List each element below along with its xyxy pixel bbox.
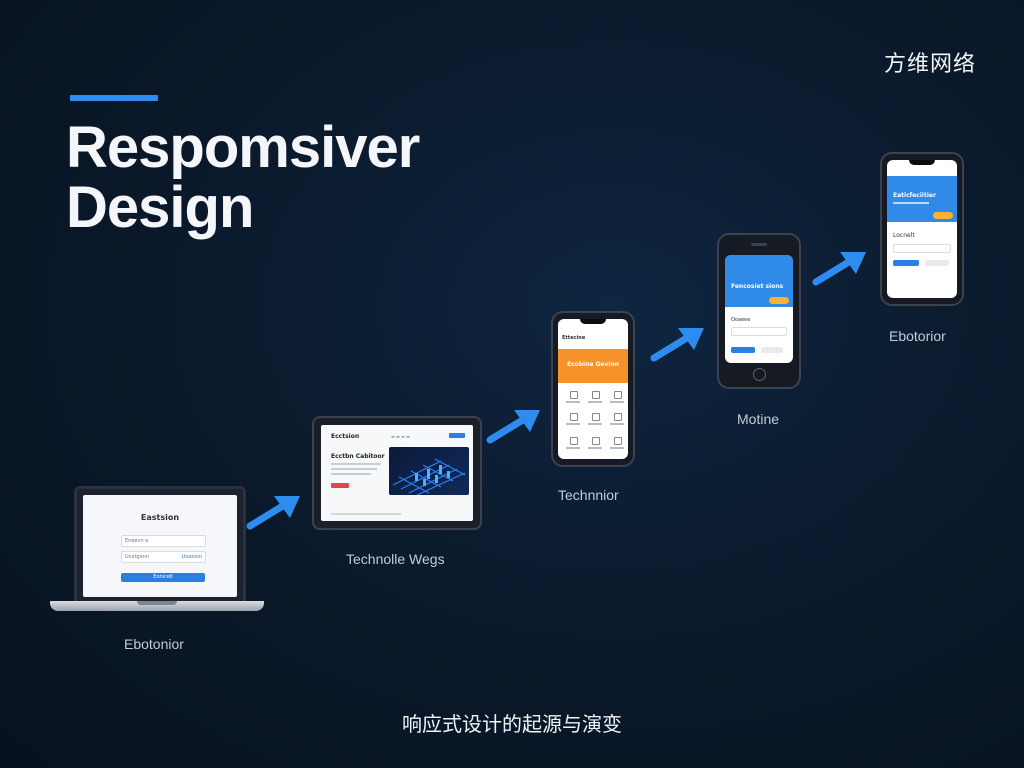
- laptop-login-button: Eonicell: [121, 573, 205, 582]
- grid-icon: [592, 391, 600, 399]
- tablet-text-line: [331, 468, 377, 470]
- grid-icon: [592, 437, 600, 445]
- home-button-icon: [753, 368, 766, 381]
- phone-3-label: Ebotorior: [889, 328, 946, 344]
- grid-icon: [614, 391, 622, 399]
- grid-label: [588, 401, 602, 403]
- page-title: Respomsiver Design: [66, 115, 420, 240]
- grid-label: [588, 447, 602, 449]
- phone-device-3: Eaticfeciitier Locnelt: [880, 152, 964, 306]
- grid-label: [610, 401, 624, 403]
- phone-1-logo: Ettecine: [562, 335, 586, 341]
- phone-2-input: [731, 327, 787, 336]
- grid-label: [610, 423, 624, 425]
- grid-icon: [570, 391, 578, 399]
- phone-notch: [909, 160, 935, 165]
- phone-3-input: [893, 244, 951, 253]
- phone-device-1: Ettecine Ecobine Gevinn: [551, 311, 635, 467]
- phone-3-banner: Eaticfeciitier: [887, 176, 957, 222]
- laptop-notch: [137, 601, 177, 605]
- phone-2-secondary-button: [761, 347, 783, 353]
- hero-3d-grid-icon: [392, 458, 466, 495]
- phone-1-label: Technnior: [558, 487, 619, 503]
- laptop-field-1: Eneevn e: [121, 535, 206, 547]
- tablet-heading: Ecctbn Cabitoor: [331, 453, 385, 460]
- laptop-base: [50, 601, 264, 611]
- grid-label: [566, 447, 580, 449]
- title-line-1: Respomsiver: [66, 115, 420, 180]
- grid-label: [566, 423, 580, 425]
- phone-2-banner-text: Fencosiet sions: [731, 283, 784, 290]
- laptop-field-3-text: Uoaooin: [181, 554, 202, 560]
- grid-icon: [614, 413, 622, 421]
- slide-caption: 响应式设计的起源与演变: [402, 712, 622, 736]
- phone-3-field-label: Locnelt: [893, 232, 915, 239]
- grid-label: [566, 401, 580, 403]
- phone-3-primary-button: [893, 260, 919, 266]
- grid-icon: [570, 437, 578, 445]
- phone-1-screen: Ettecine Ecobine Gevinn: [558, 319, 628, 459]
- laptop-field-2-text: Ucatgenn: [125, 554, 150, 560]
- tablet-footer-line: [331, 513, 401, 515]
- laptop-field-2: Ucatgenn Uoaooin: [121, 551, 206, 563]
- phone-2-pill-button: [769, 297, 789, 304]
- grid-icon: [570, 413, 578, 421]
- phone-speaker: [751, 243, 767, 246]
- accent-bar: [70, 95, 158, 101]
- tablet-screen: Ecctsion ▬ ▬ ▬ ▬ Ecctbn Cabitoor: [321, 425, 473, 521]
- phone-3-banner-text: Eaticfeciitier: [893, 192, 936, 199]
- grid-icon: [614, 437, 622, 445]
- laptop-screen-title: Eastsion: [140, 513, 180, 522]
- phone-notch: [580, 319, 606, 324]
- phone-3-secondary-button: [925, 260, 949, 266]
- arrow-icon: [650, 328, 704, 362]
- laptop-screen: Eastsion Eneevn e Ucatgenn Uoaooin Eonic…: [83, 495, 237, 597]
- brand-logo-text: 方维网络: [883, 52, 976, 77]
- grid-label: [610, 447, 624, 449]
- arrow-icon: [812, 252, 866, 286]
- arrow-icon: [246, 496, 300, 530]
- phone-2-field-label: Ooaeee: [731, 317, 751, 323]
- phone-3-pill-button: [933, 212, 953, 219]
- phone-2-label: Motine: [737, 411, 780, 427]
- phone-1-banner-text: Ecobine Gevinn: [566, 361, 620, 368]
- phone-3-banner-line: [893, 202, 929, 204]
- phone-device-2: Fencosiet sions Ooaeee: [717, 233, 801, 389]
- tablet-nav-button: [449, 433, 465, 438]
- tablet-hero-image: [389, 447, 469, 495]
- tablet-device: Ecctsion ▬ ▬ ▬ ▬ Ecctbn Cabitoor: [312, 416, 482, 530]
- tablet-text-line: [331, 463, 381, 465]
- phone-1-banner: Ecobine Gevinn: [558, 349, 628, 383]
- laptop-label: Ebotonior: [124, 636, 184, 652]
- laptop-device: Eastsion Eneevn e Ucatgenn Uoaooin Eonic…: [74, 486, 246, 606]
- grid-label: [588, 423, 602, 425]
- tablet-logo: Ecctsion: [331, 433, 360, 440]
- grid-icon: [592, 413, 600, 421]
- phone-3-screen: Eaticfeciitier Locnelt: [887, 160, 957, 298]
- phone-2-screen: Fencosiet sions Ooaeee: [725, 255, 793, 363]
- arrow-icon: [486, 410, 540, 444]
- title-line-2: Design: [66, 175, 254, 240]
- tablet-nav-links: ▬ ▬ ▬ ▬: [391, 434, 410, 439]
- phone-2-banner: Fencosiet sions: [725, 255, 793, 307]
- tablet-label: Technolle Wegs: [346, 551, 445, 567]
- phone-2-primary-button: [731, 347, 755, 353]
- tablet-text-line: [331, 473, 371, 475]
- tablet-cta-button: [331, 483, 349, 488]
